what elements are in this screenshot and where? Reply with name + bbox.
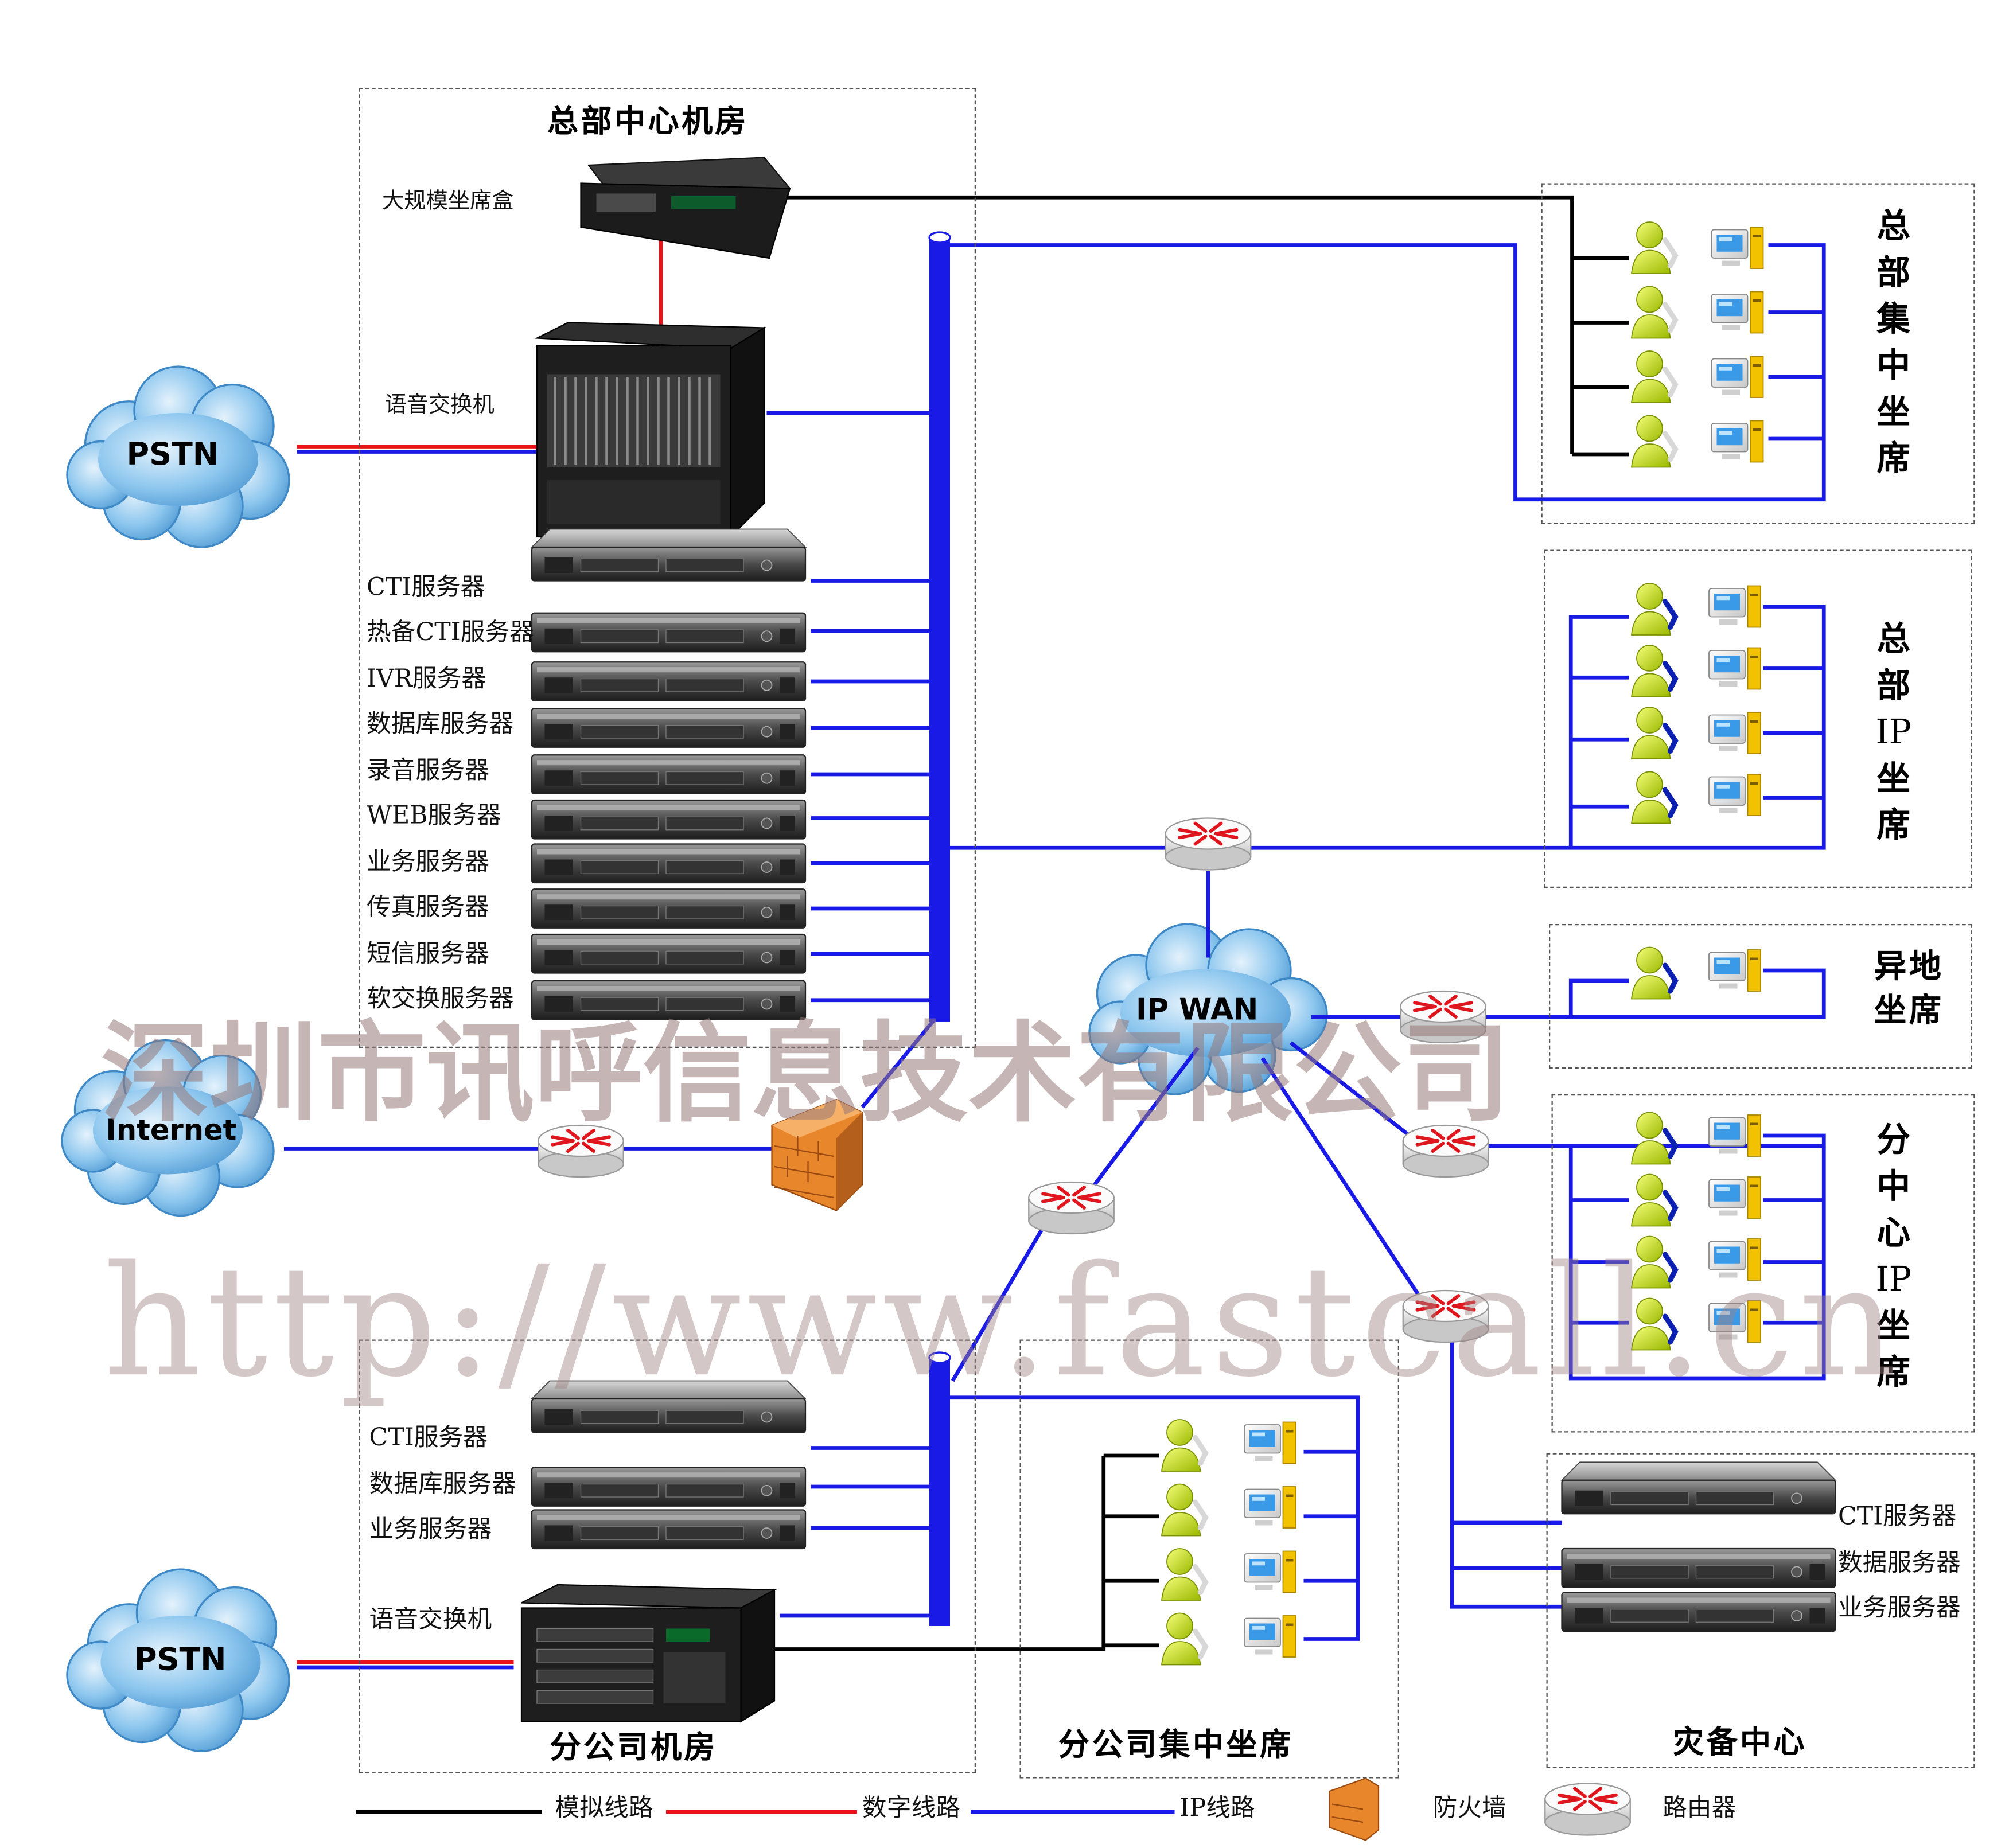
branch-server-label: 业务服务器 <box>369 1515 492 1543</box>
pstn-bottom-label: PSTN <box>134 1642 227 1678</box>
dr-center-title: 灾备中心 <box>1673 1724 1807 1760</box>
char: 中 <box>1876 1168 1910 1207</box>
char: 席 <box>1876 806 1910 845</box>
hq-central-seats-box <box>1541 183 1975 524</box>
hq-server-label: WEB服务器 <box>367 801 501 830</box>
cloud-internet <box>61 1039 275 1217</box>
char: 心 <box>1876 1214 1910 1253</box>
char: IP <box>1875 714 1911 753</box>
char: 分 <box>1876 1121 1910 1160</box>
remote-seats-title: 异地坐席 <box>1874 947 1944 1029</box>
dr-center-box <box>1546 1453 1975 1768</box>
voice-switch-hq <box>534 322 766 539</box>
char: 席 <box>1876 1354 1910 1393</box>
pstn-top-label: PSTN <box>126 436 219 473</box>
sub-ip-seats-title: 分 中 心 IP 坐 席 <box>1874 1118 1913 1397</box>
dr-server-label: 数据服务器 <box>1838 1549 1961 1577</box>
hq-server-label: 热备CTI服务器 <box>367 618 534 647</box>
branch-server-label: 数据库服务器 <box>369 1469 517 1499</box>
cloud-ip-wan <box>1088 923 1328 1095</box>
cloud-pstn-bottom <box>66 1568 290 1752</box>
agent-box-label: 大规模坐席盒 <box>382 188 514 215</box>
char: 中 <box>1876 347 1910 386</box>
dr-server-label: CTI服务器 <box>1838 1502 1957 1531</box>
firewall-icon <box>771 1098 863 1211</box>
char: 部 <box>1876 254 1910 293</box>
legend-analog-label: 模拟线路 <box>555 1794 653 1822</box>
hq-server-label: 短信服务器 <box>367 939 489 968</box>
ip-wan-label: IP WAN <box>1136 993 1259 1027</box>
char: 集 <box>1876 301 1910 340</box>
legend-firewall-icon <box>1329 1777 1380 1841</box>
internet-label: Internet <box>106 1115 237 1148</box>
legend <box>356 1777 1630 1841</box>
hq-room-title: 总部中心机房 <box>547 103 749 139</box>
hq-server-label: IVR服务器 <box>367 664 486 693</box>
backbone-bars <box>928 231 951 1626</box>
hq-server-label: 传真服务器 <box>367 893 489 922</box>
voice-switch-branch <box>520 1584 777 1723</box>
branch-central-seats-title: 分公司集中坐席 <box>1058 1726 1294 1763</box>
hq-server-label: 业务服务器 <box>367 848 489 876</box>
char: 席 <box>1876 440 1910 479</box>
branch-room-title: 分公司机房 <box>550 1729 718 1765</box>
char: 总 <box>1876 208 1910 247</box>
ip-lines <box>284 243 1826 1670</box>
branch-central-seats-box <box>1019 1339 1399 1779</box>
hq-ip-seats-box <box>1544 549 1972 888</box>
branch-voice-switch-label: 语音交换机 <box>369 1605 492 1634</box>
agent-box-device <box>580 157 792 259</box>
dr-server-label: 业务服务器 <box>1838 1593 1961 1623</box>
remote-seats-box <box>1549 924 1972 1069</box>
branch-room-box <box>359 1339 976 1773</box>
char: 坐 <box>1876 393 1910 432</box>
legend-digital-label: 数字线路 <box>862 1794 961 1822</box>
watermark-company: 深圳市讯呼信息技术有限公司 <box>100 1010 1510 1137</box>
branch-server-label: CTI服务器 <box>369 1423 488 1452</box>
char: IP <box>1875 1261 1911 1300</box>
hq-ip-seats-title: 总 部 IP 坐 席 <box>1874 617 1913 849</box>
digital-lines <box>297 232 663 1664</box>
cloud-pstn-top <box>66 365 290 548</box>
analog-lines <box>769 195 1629 1651</box>
char: 部 <box>1876 667 1910 706</box>
hq-room-box <box>359 88 976 1048</box>
sub-ip-seats-box <box>1551 1094 1975 1433</box>
watermark-url: http://www.fastcall.cn <box>103 1232 1902 1411</box>
hq-central-seats-title: 总 部 集 中 坐 席 <box>1874 204 1913 483</box>
legend-firewall-label: 防火墙 <box>1432 1794 1506 1822</box>
char: 坐 <box>1876 760 1910 799</box>
voice-switch-label: 语音交换机 <box>384 392 495 418</box>
char: 坐 <box>1876 1307 1910 1346</box>
hq-server-label: CTI服务器 <box>367 573 485 602</box>
legend-router-label: 路由器 <box>1663 1794 1737 1822</box>
hq-server-label: 数据库服务器 <box>367 709 514 738</box>
hq-server-label: 录音服务器 <box>367 756 489 785</box>
legend-ip-label: IP线路 <box>1179 1794 1255 1822</box>
char: 总 <box>1876 621 1910 660</box>
hq-server-label: 软交换服务器 <box>367 984 514 1013</box>
